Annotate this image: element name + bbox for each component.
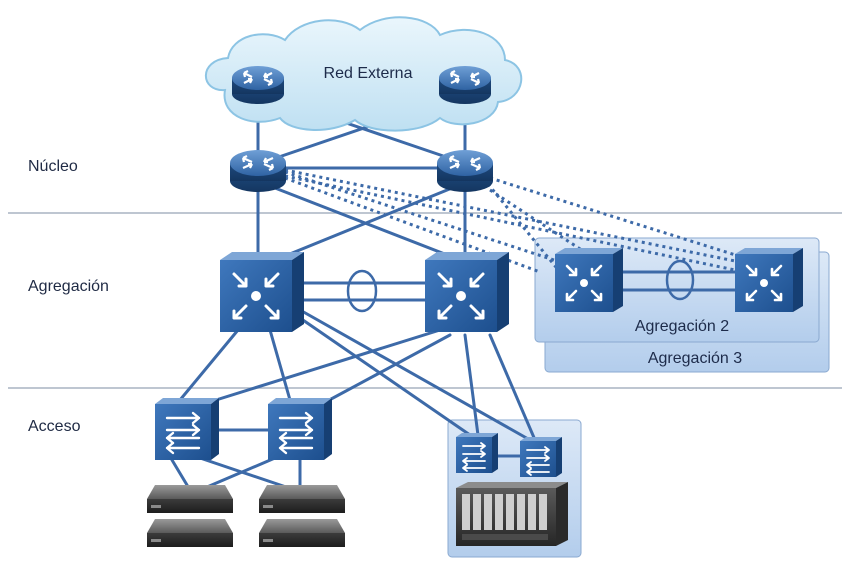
access-switch-1: [155, 398, 219, 460]
aggregation-switch-right: [425, 252, 509, 332]
layer-label-access: Acceso: [28, 418, 81, 435]
aggregation-3-label: Agregación 3: [648, 350, 742, 367]
access-switch-2: [268, 398, 332, 460]
dotted-links: [284, 168, 746, 274]
aggregation-2-switch-right: [735, 248, 803, 312]
server-stack-2: [259, 485, 345, 547]
port-channel-ring: [346, 269, 378, 313]
access-switch-4: [520, 437, 562, 477]
aggregation-switch-left: [220, 252, 304, 332]
blade-chassis: [456, 482, 568, 546]
cloud-router-right: [439, 66, 491, 104]
access-switch-3: [456, 433, 498, 473]
server-stack-1: [147, 485, 233, 547]
cloud-label: Red Externa: [324, 65, 413, 82]
port-channel-ring-2: [665, 259, 695, 301]
core-router-left: [230, 150, 286, 192]
cloud-router-left: [232, 66, 284, 104]
aggregation-2-switch-left: [555, 248, 623, 312]
layer-label-core: Núcleo: [28, 158, 78, 175]
external-network-cloud: Red Externa: [204, 16, 523, 132]
layer-label-aggregation: Agregación: [28, 278, 109, 295]
core-router-right: [437, 150, 493, 192]
aggregation-2-label: Agregación 2: [635, 318, 729, 335]
